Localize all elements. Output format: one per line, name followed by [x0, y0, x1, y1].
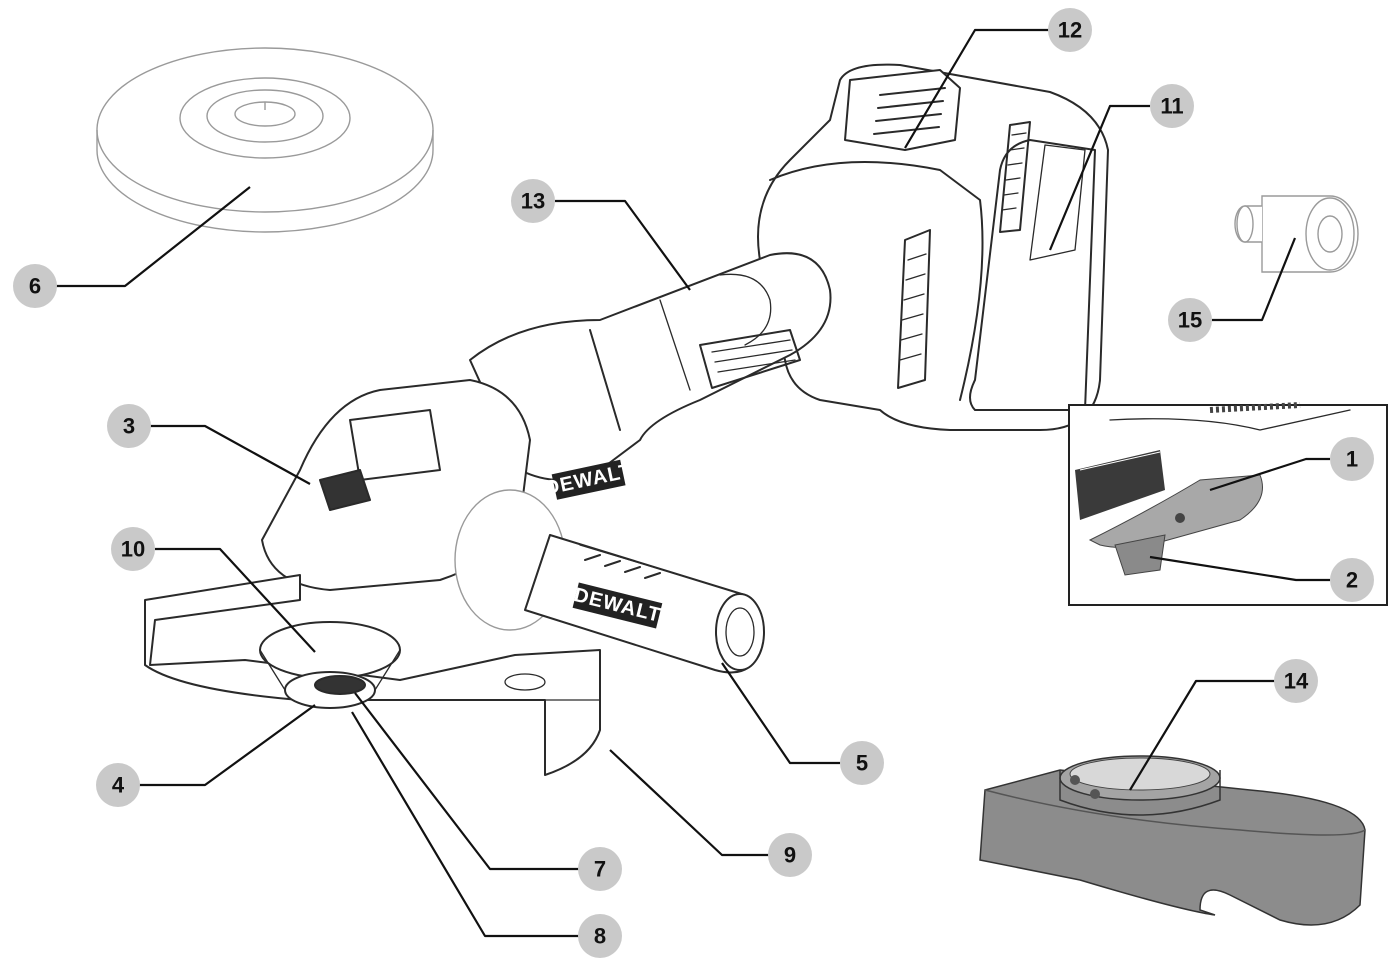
- callout-9: 9: [768, 833, 812, 877]
- callout-3-label: 3: [123, 414, 135, 439]
- leader-lines: [55, 28, 1330, 938]
- callout-8: 8: [578, 914, 622, 958]
- callout-11: 11: [1150, 84, 1194, 128]
- callout-5: 5: [840, 741, 884, 785]
- callout-9-label: 9: [784, 843, 796, 868]
- callout-12-label: 12: [1058, 18, 1082, 43]
- callout-12: 12: [1048, 8, 1092, 52]
- guard-illustration: [144, 574, 601, 776]
- callout-14-label: 14: [1284, 669, 1309, 694]
- callout-13: 13: [511, 179, 555, 223]
- bushing-illustration: [1234, 195, 1359, 273]
- callout-2: 2: [1330, 558, 1374, 602]
- callout-6-label: 6: [29, 274, 41, 299]
- side-handle-illustration: DEWALT: [454, 489, 765, 674]
- callout-7-label: 7: [594, 857, 606, 882]
- callout-10: 10: [111, 527, 155, 571]
- callout-6: 6: [13, 264, 57, 308]
- callout-3: 3: [107, 404, 151, 448]
- callout-14: 14: [1274, 659, 1318, 703]
- callout-15-label: 15: [1178, 308, 1202, 333]
- callout-13-label: 13: [521, 189, 545, 214]
- callout-2-label: 2: [1346, 568, 1358, 593]
- callout-8-label: 8: [594, 924, 606, 949]
- cutting-guard-illustration: [979, 755, 1366, 926]
- spindle-flange-illustration: [259, 621, 401, 709]
- callout-10-label: 10: [121, 537, 145, 562]
- callout-1-label: 1: [1346, 447, 1358, 472]
- battery-pack-illustration: [757, 63, 1109, 431]
- callout-4: 4: [96, 763, 140, 807]
- callout-4-label: 4: [112, 773, 125, 798]
- callout-1: 1: [1330, 437, 1374, 481]
- callout-15: 15: [1168, 298, 1212, 342]
- callout-5-label: 5: [856, 751, 868, 776]
- callout-7: 7: [578, 847, 622, 891]
- callout-11-label: 11: [1160, 94, 1183, 119]
- grinding-wheel-illustration: [96, 47, 434, 233]
